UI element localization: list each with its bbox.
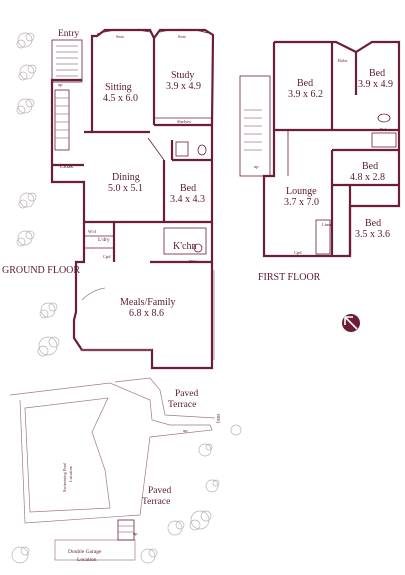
first-bed4-name: Bed <box>365 218 381 229</box>
garage-label-line1: Double Garage <box>68 549 102 555</box>
first-bed1-name: Bed <box>297 78 313 89</box>
ground-floor-plan <box>50 28 215 370</box>
robe1-label: Robe <box>338 58 348 63</box>
first-bed3-name: Bed <box>362 161 378 172</box>
bbq-label: BBQ <box>216 414 221 424</box>
first-floor-labels: Bed 3.9 x 6.2 Robe Bed 3.9 x 4.9 Robe up… <box>254 58 393 283</box>
sitting-room-dimensions: 4.5 x 6.0 <box>103 93 138 104</box>
pool-label-line1: Swimming Pool <box>62 462 67 492</box>
ground-floor-labels: Entry Seat Seat Sitting 4.5 x 6.0 Study … <box>2 29 205 319</box>
study-room-name: Study <box>171 70 194 81</box>
outdoor-labels: Paved Terrace BBQ up up Swimming Pool Lo… <box>62 389 221 563</box>
shelves-label: Shelves <box>177 119 191 124</box>
first-bed4-dimensions: 3.5 x 3.6 <box>355 229 390 240</box>
pool-label-line2: Location <box>68 465 73 482</box>
paved-terrace-bottom-line1: Paved <box>148 486 171 496</box>
first-floor-title: FIRST FLOOR <box>258 272 321 283</box>
first-bed2-name: Bed <box>369 68 385 79</box>
paved-terrace-top-line2: Terrace <box>168 400 196 410</box>
first-bed3-dimensions: 4.8 x 2.8 <box>350 172 385 183</box>
seat-right-label: Seat <box>178 34 186 39</box>
outdoor-plan <box>9 377 216 561</box>
cloak-label: Cloak <box>60 164 73 170</box>
ground-bed-dimensions: 3.4 x 4.3 <box>170 194 205 205</box>
swimming-pool <box>24 397 111 513</box>
paved-terrace-top-line1: Paved <box>175 389 198 399</box>
entry-label: Entry <box>58 29 79 39</box>
kitchen-label: K'chn <box>173 241 196 252</box>
meals-family-name: Meals/Family <box>120 297 176 308</box>
laundry-label: L'dry <box>98 237 110 243</box>
first-bed2-dimensions: 3.9 x 4.9 <box>358 79 393 90</box>
lounge-dimensions: 3.7 x 7.0 <box>284 197 319 208</box>
first-bed1-dimensions: 3.9 x 6.2 <box>288 89 323 100</box>
ground-outer-wall <box>50 28 215 370</box>
robe2-label: Robe <box>380 127 390 132</box>
dishwasher-label: DW <box>189 259 197 264</box>
up-label-ground: up <box>58 82 63 87</box>
dining-room-name: Dining <box>112 172 140 183</box>
ground-bed-name: Bed <box>180 183 196 194</box>
first-cupboard-label: Cpd <box>294 250 302 255</box>
wd-label: W/d <box>88 229 96 234</box>
up-label-terrace: up <box>183 428 188 433</box>
up-label-garage: up <box>133 531 138 536</box>
study-room-dimensions: 3.9 x 4.9 <box>166 81 201 92</box>
garage-label-line2: Location <box>77 557 97 563</box>
seat-left-label: Seat <box>116 34 124 39</box>
ground-cupboard-label: Cpd <box>103 254 111 259</box>
pool-outline <box>9 382 213 524</box>
meals-family-dimensions: 6.8 x 8.6 <box>129 308 164 319</box>
up-label-first: up <box>254 164 259 169</box>
entry-porch <box>51 39 83 83</box>
sitting-room-name: Sitting <box>105 82 132 93</box>
garage-outline <box>54 539 136 561</box>
north-arrow-icon <box>342 314 360 332</box>
ground-floor-title: GROUND FLOOR <box>2 265 80 276</box>
paved-terrace-bottom-line2: Terrace <box>142 497 170 507</box>
linen-label: Linen <box>322 222 333 227</box>
lounge-name: Lounge <box>286 186 317 197</box>
landscape-trees <box>11 32 242 564</box>
first-floor-plan <box>239 40 401 258</box>
first-floor-stair-void <box>239 75 271 177</box>
dining-room-dimensions: 5.0 x 5.1 <box>108 183 143 194</box>
